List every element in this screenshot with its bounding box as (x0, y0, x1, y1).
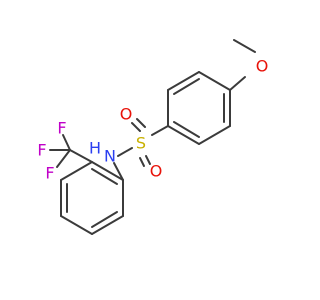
atom-f-2: F (57, 119, 66, 138)
atom-f-1: F (37, 141, 46, 160)
bond-ring2-b (91, 215, 124, 235)
bond-s-n (117, 147, 133, 157)
bond-ring1-b (198, 125, 231, 145)
bond-ring2-e (60, 161, 93, 181)
bond-ring1-c-inner (173, 121, 200, 138)
atom-n: N (104, 147, 116, 166)
bond-ring2-f-inner (91, 168, 118, 185)
atom-o-methoxy: O (256, 57, 269, 76)
atom-labels: O S O O N H F F F (37, 57, 268, 183)
bonds (49, 39, 256, 235)
atom-o-sulfonyl-top: O (120, 105, 133, 124)
atom-s: S (136, 134, 146, 153)
bond-ring1-e-inner (173, 78, 200, 95)
bond-s-o-top-1 (131, 122, 141, 132)
bond-ring-cf3 (69, 149, 93, 163)
bond-ring1-f (198, 71, 231, 91)
bond-ring2-f (91, 161, 124, 181)
bond-c-f3 (56, 149, 71, 168)
bond-methyl-o (233, 39, 256, 53)
bond-ring1-e (167, 71, 200, 91)
bond-ring2-b-inner (91, 211, 118, 228)
molecule-structure: O S O O N H F F F (37, 39, 268, 235)
bond-n-ring (113, 162, 124, 181)
bond-s-o-bottom-1 (145, 155, 151, 165)
bond-s-o-top-2 (136, 118, 146, 128)
atom-h: H (89, 139, 101, 158)
bond-ring2-c (60, 215, 93, 235)
bond-ring1-c (167, 125, 200, 145)
bond-o-ring (229, 76, 246, 91)
atom-o-sulfonyl-bottom: O (150, 162, 163, 181)
bond-s-o-bottom-2 (139, 157, 145, 167)
bond-c-f2 (62, 134, 71, 151)
atom-f-3: F (45, 164, 54, 183)
bond-ring-s (151, 125, 169, 136)
